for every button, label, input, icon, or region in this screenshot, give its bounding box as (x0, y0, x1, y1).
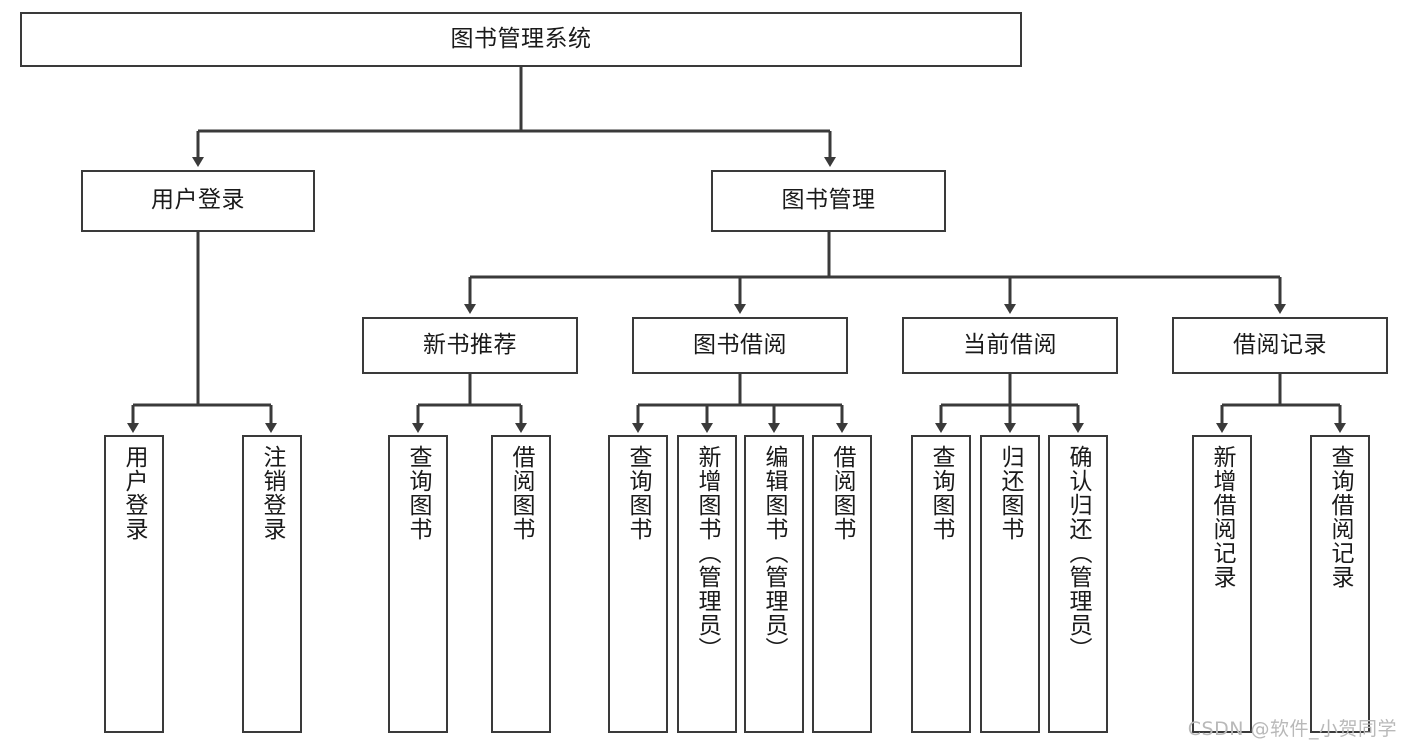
leaf-recommend-borrow-book[interactable]: 借阅图书 (491, 435, 551, 733)
node-label: 当前借阅 (963, 331, 1057, 358)
leaf-borrow-edit-book[interactable]: 编辑图书（管理员） (744, 435, 804, 733)
leaf-label: 新增图书（管理员） (694, 445, 721, 661)
watermark: CSDN @软件_小贺同学 (1187, 718, 1397, 740)
leaf-label: 用户登录 (121, 445, 148, 541)
node-label: 图书管理系统 (450, 25, 592, 52)
leaf-label: 查询图书 (625, 445, 652, 541)
leaf-borrow-add-book[interactable]: 新增图书（管理员） (677, 435, 737, 733)
leaf-current-confirm-return[interactable]: 确认归还（管理员） (1048, 435, 1108, 733)
leaf-label: 注销登录 (259, 445, 286, 541)
node-label: 新书推荐 (423, 331, 517, 358)
node-label: 用户登录 (151, 187, 245, 214)
leaf-label: 借阅图书 (508, 445, 535, 541)
leaf-label: 查询图书 (405, 445, 432, 541)
node-borrow-record[interactable]: 借阅记录 (1172, 317, 1388, 374)
leaf-record-add-record[interactable]: 新增借阅记录 (1192, 435, 1252, 733)
node-new-book-recommend[interactable]: 新书推荐 (362, 317, 578, 374)
leaf-label: 归还图书 (997, 445, 1024, 541)
leaf-borrow-borrow-book[interactable]: 借阅图书 (812, 435, 872, 733)
leaf-label: 新增借阅记录 (1209, 445, 1236, 589)
leaf-borrow-query-book[interactable]: 查询图书 (608, 435, 668, 733)
leaf-user-logout[interactable]: 注销登录 (242, 435, 302, 733)
node-label: 图书借阅 (693, 331, 787, 358)
node-current-borrow[interactable]: 当前借阅 (902, 317, 1118, 374)
node-root-system[interactable]: 图书管理系统 (20, 12, 1022, 67)
leaf-label: 查询图书 (928, 445, 955, 541)
leaf-current-query-book[interactable]: 查询图书 (911, 435, 971, 733)
leaf-record-query-record[interactable]: 查询借阅记录 (1310, 435, 1370, 733)
leaf-label: 编辑图书（管理员） (761, 445, 788, 661)
leaf-label: 借阅图书 (829, 445, 856, 541)
node-label: 图书管理 (781, 187, 876, 214)
leaf-label: 查询借阅记录 (1327, 445, 1354, 589)
leaf-label: 确认归还（管理员） (1065, 445, 1092, 661)
leaf-user-login[interactable]: 用户登录 (104, 435, 164, 733)
node-book-borrow[interactable]: 图书借阅 (632, 317, 848, 374)
leaf-current-return-book[interactable]: 归还图书 (980, 435, 1040, 733)
node-label: 借阅记录 (1233, 331, 1327, 358)
leaf-recommend-query-book[interactable]: 查询图书 (388, 435, 448, 733)
node-user-login[interactable]: 用户登录 (81, 170, 315, 232)
node-book-management[interactable]: 图书管理 (711, 170, 946, 232)
